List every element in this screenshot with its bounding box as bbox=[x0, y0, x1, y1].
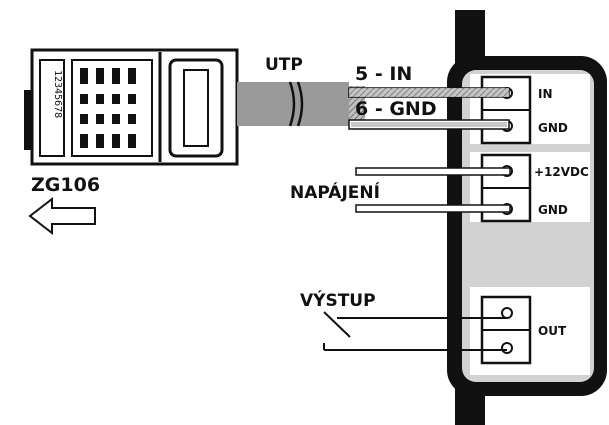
label-connector-model: ZG106 bbox=[31, 174, 100, 196]
terminal-label-12vdc: +12VDC bbox=[534, 165, 589, 179]
terminal-label-in: IN bbox=[538, 87, 553, 101]
terminal-block-out bbox=[480, 295, 532, 365]
pin-numbers: 12345678 bbox=[52, 70, 63, 118]
wire-in bbox=[348, 87, 510, 98]
terminal-label-gnd-2: GND bbox=[538, 203, 568, 217]
label-wire-gnd: 6 - GND bbox=[355, 98, 437, 120]
terminal-label-out: OUT bbox=[538, 324, 567, 338]
label-wire-in: 5 - IN bbox=[355, 63, 412, 85]
arrow-left-icon bbox=[28, 196, 96, 236]
label-power: NAPÁJENÍ bbox=[290, 181, 380, 203]
output-switch bbox=[323, 311, 507, 351]
label-output: VÝSTUP bbox=[300, 289, 376, 311]
rj45-connector bbox=[24, 48, 239, 166]
power-wires bbox=[355, 167, 511, 213]
label-utp: UTP bbox=[265, 55, 303, 75]
terminal-label-gnd-1: GND bbox=[538, 121, 568, 135]
utp-cable bbox=[237, 81, 365, 127]
terminal-block-in-gnd bbox=[480, 75, 532, 145]
wire-gnd bbox=[348, 119, 510, 130]
